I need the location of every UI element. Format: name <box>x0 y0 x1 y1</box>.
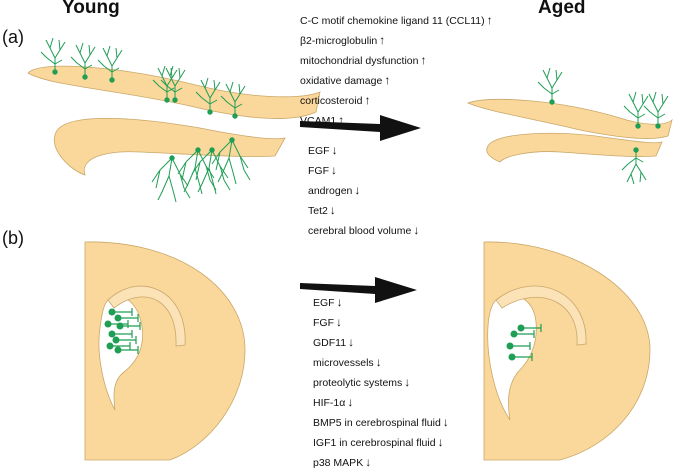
down-arrow-icon: ↓ <box>442 415 449 429</box>
aged-dentate-gyrus-upper <box>466 98 673 139</box>
young-neurons-upper <box>40 37 246 119</box>
aged-hippocampus <box>466 67 673 185</box>
factor-item: VCAM1↑ <box>300 113 345 127</box>
factor-item: IGF1 in cerebrospinal fluid↓ <box>313 435 444 449</box>
factor-item: microvessels↓ <box>313 355 382 369</box>
up-arrow-icon: ↑ <box>384 73 391 87</box>
aged-heading: Aged <box>538 0 586 18</box>
factor-item: EGF↓ <box>313 295 343 309</box>
factor-item: p38 MAPK↓ <box>313 455 372 469</box>
factor-item: EGF↓ <box>308 143 338 157</box>
factor-item: Tet2↓ <box>308 203 336 217</box>
young-heading: Young <box>62 0 120 18</box>
young-brain-section <box>84 241 246 461</box>
panel-a-arrow <box>300 115 421 141</box>
down-arrow-icon: ↓ <box>336 315 342 329</box>
up-arrow-icon: ↑ <box>486 13 493 27</box>
panel-a-decreased-list: EGF↓ FGF↓ androgen↓ Tet2↓ cerebral blood… <box>308 140 419 240</box>
panel-b-decreased-list: EGF↓ FGF↓ GDF11↓ microvessels↓ proteolyt… <box>313 292 449 472</box>
diagram-canvas <box>27 37 673 461</box>
factor-item: androgen↓ <box>308 183 361 197</box>
aged-corpus-callosum <box>495 285 587 346</box>
factor-item: C-C motif chemokine ligand 11 (CCL11)↑ <box>300 13 493 27</box>
up-arrow-icon: ↑ <box>379 33 386 47</box>
figure: Young Aged (a) (b) <box>2 0 673 469</box>
down-arrow-icon: ↓ <box>336 295 343 309</box>
panel-a-increased-list: C-C motif chemokine ligand 11 (CCL11)↑ β… <box>300 10 493 130</box>
panel-b-label: (b) <box>2 228 24 248</box>
factor-item: GDF11↓ <box>313 335 355 349</box>
factor-item: mitochondrial dysfunction↑ <box>300 53 427 67</box>
up-arrow-icon: ↑ <box>338 113 345 127</box>
panel-a-label: (a) <box>2 27 24 47</box>
down-arrow-icon: ↓ <box>437 435 444 449</box>
factor-item: FGF↓ <box>313 315 342 329</box>
down-arrow-icon: ↓ <box>354 183 361 197</box>
young-neurons-lower <box>151 137 251 203</box>
down-arrow-icon: ↓ <box>413 223 420 237</box>
down-arrow-icon: ↓ <box>347 395 354 409</box>
down-arrow-icon: ↓ <box>331 143 338 157</box>
factor-item: β2-microglobulin↑ <box>300 33 386 47</box>
down-arrow-icon: ↓ <box>329 203 336 217</box>
factor-item: BMP5 in cerebrospinal fluid↓ <box>313 415 449 429</box>
down-arrow-icon: ↓ <box>365 455 372 469</box>
down-arrow-icon: ↓ <box>348 335 355 349</box>
down-arrow-icon: ↓ <box>331 163 337 177</box>
panel-b-arrow <box>300 277 417 303</box>
factor-item: cerebral blood volume↓ <box>308 223 420 237</box>
down-arrow-icon: ↓ <box>404 375 411 389</box>
aged-brain-section <box>483 241 651 461</box>
young-hippocampus <box>27 37 321 203</box>
aged-dentate-gyrus-lower <box>486 132 663 163</box>
factor-item: proteolytic systems↓ <box>313 375 411 389</box>
factor-item: corticosteroid↑ <box>300 93 371 107</box>
factor-item: HIF-1α↓ <box>313 395 354 409</box>
aged-neurons <box>537 67 669 185</box>
up-arrow-icon: ↑ <box>364 93 371 107</box>
young-dentate-gyrus-lower <box>53 117 286 176</box>
down-arrow-icon: ↓ <box>375 355 382 369</box>
young-dentate-gyrus-upper <box>27 65 321 119</box>
factor-item: FGF↓ <box>308 163 337 177</box>
factor-item: oxidative damage↑ <box>300 73 391 87</box>
up-arrow-icon: ↑ <box>420 53 427 67</box>
young-corpus-callosum <box>107 285 186 347</box>
